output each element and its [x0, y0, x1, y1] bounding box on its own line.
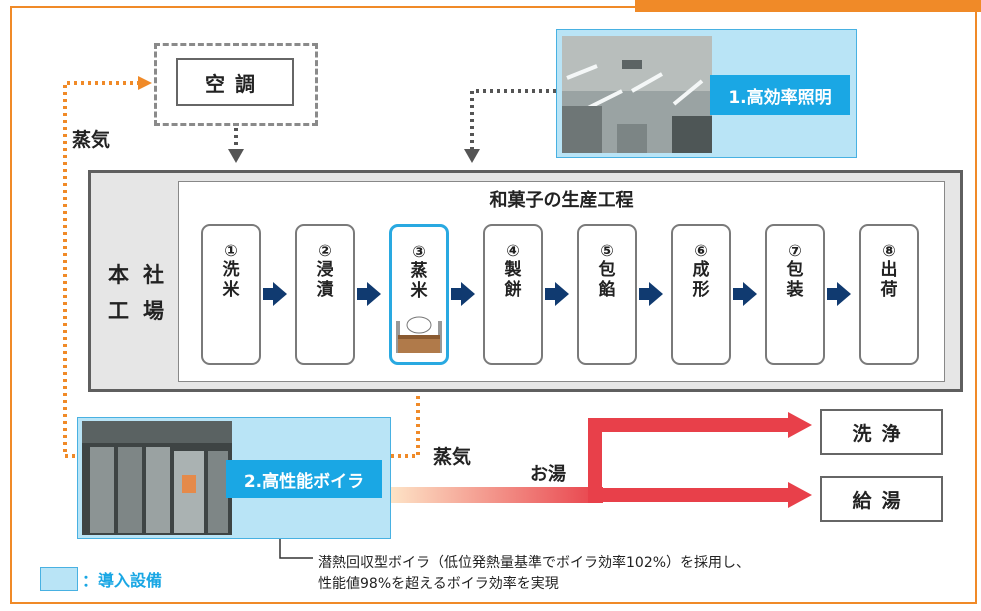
process-step-char: 蒸 [410, 261, 428, 281]
lighting-to-factory-connector [470, 89, 556, 150]
lighting-to-factory-arrowhead [464, 149, 480, 163]
aircon-dashed-frame [154, 43, 318, 126]
process-step-char: 装 [786, 280, 804, 300]
step-arrow-1 [263, 282, 287, 306]
steam-to-aircon-arrowhead [138, 76, 152, 90]
process-step-char: 浸 [316, 260, 334, 280]
process-step-char: 製 [504, 260, 522, 280]
boiler-photo [82, 421, 232, 535]
boiler-note-line2: 性能値98%を超えるボイラ効率を実現 [318, 576, 559, 592]
process-step-name: 成形 [693, 260, 710, 300]
process-step-number: ⑦ [788, 241, 802, 260]
boiler-label: 2.高性能ボイラ [226, 460, 382, 498]
hot-water-branch [588, 418, 790, 503]
step-arrow-3 [451, 282, 475, 306]
process-step-name: 製餅 [505, 260, 522, 300]
step-arrow-6 [733, 282, 757, 306]
process-step-char: 餡 [598, 280, 616, 300]
steam-to-step3-connector [391, 392, 420, 458]
process-step-number: ⑤ [600, 241, 614, 260]
process-step-char: 米 [410, 281, 428, 301]
process-step-char: 漬 [316, 280, 334, 300]
process-step-char: 成 [692, 260, 710, 280]
wash-arrowhead [788, 412, 812, 438]
process-step-char: 米 [222, 280, 240, 300]
process-step-char: 餅 [504, 280, 522, 300]
process-step-name: 蒸米 [411, 261, 428, 301]
process-step-name: 浸漬 [317, 260, 334, 300]
process-step-char: 出 [880, 260, 898, 280]
hot-water-pipe [391, 487, 603, 503]
hot-water-label: お湯 [530, 464, 566, 485]
process-step-number: ① [224, 241, 238, 260]
wash-box: 洗浄 [820, 409, 943, 455]
aircon-box: 空調 [176, 58, 294, 106]
legend-swatch [40, 567, 78, 591]
process-step-char: 荷 [880, 280, 898, 300]
step-arrow-5 [639, 282, 663, 306]
process-step-char: 形 [692, 280, 710, 300]
steam-label-left: 蒸気 [72, 129, 111, 151]
aircon-to-factory-arrowhead [228, 149, 244, 163]
process-step-name: 包装 [787, 260, 804, 300]
boiler-note-line1: 潜熱回収型ボイラ（低位発熱量基準でボイラ効率102%）を採用し、 [318, 555, 751, 571]
process-step-number: ⑧ [882, 241, 896, 260]
process-step-number: ③ [412, 242, 426, 261]
hot-water-supply-box: 給湯 [820, 476, 943, 522]
process-step-number: ④ [506, 241, 520, 260]
legend-label: ：導入設備 [82, 571, 163, 590]
process-step-number: ⑥ [694, 241, 708, 260]
lighting-label: 1.高効率照明 [710, 75, 850, 115]
process-step-name: 洗米 [223, 260, 240, 300]
steamer-illustration [396, 316, 442, 353]
process-step-name: 出荷 [881, 260, 898, 300]
supply-arrowhead [788, 482, 812, 508]
steam-to-aircon-connector [63, 81, 140, 458]
process-step-char: 包 [786, 260, 804, 280]
factory-name: 本社 工場 [108, 257, 178, 329]
process-step-name: 包餡 [599, 260, 616, 300]
boiler-note: 潜熱回収型ボイラ（低位発熱量基準でボイラ効率102%）を採用し、 性能値98%を… [318, 553, 750, 595]
step-arrow-2 [357, 282, 381, 306]
diagram-frame [10, 6, 977, 604]
process-step-number: ② [318, 241, 332, 260]
process-title: 和菓子の生産工程 [489, 190, 634, 211]
step-arrow-4 [545, 282, 569, 306]
factory-name-line2: 工場 [108, 299, 178, 323]
factory-name-line1: 本社 [108, 263, 178, 287]
process-step-char: 包 [598, 260, 616, 280]
process-step-char: 洗 [222, 260, 240, 280]
lighting-photo [562, 36, 712, 153]
step-arrow-7 [827, 282, 851, 306]
steam-label-boiler: 蒸気 [433, 446, 472, 468]
